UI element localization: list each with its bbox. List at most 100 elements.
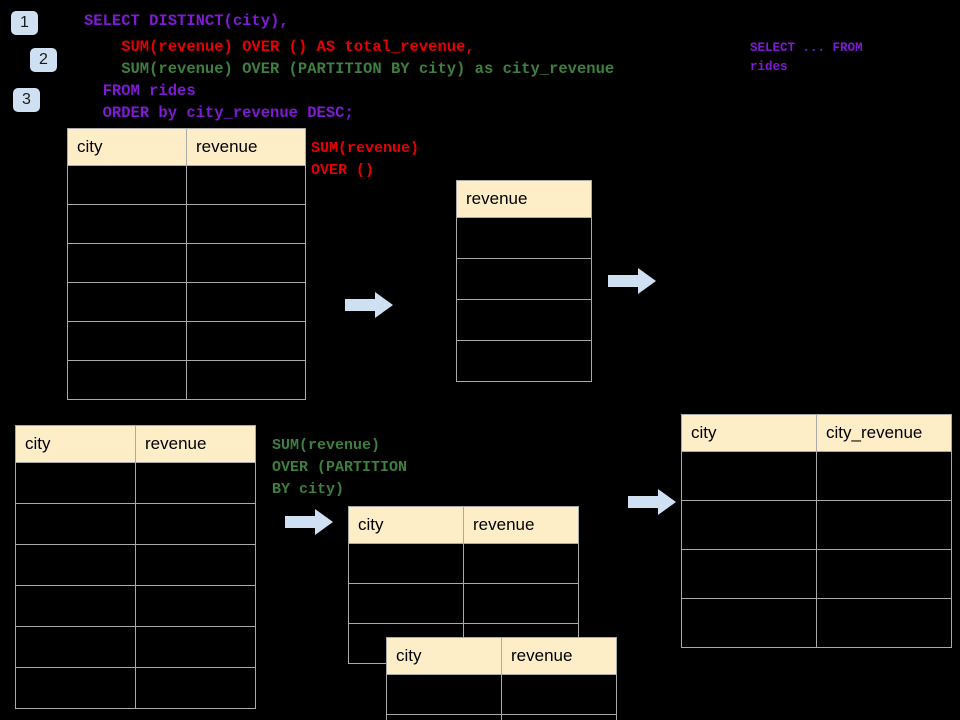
table-cell [816,451,952,501]
table-row [348,583,579,624]
table-cell [386,674,502,715]
table-cell [67,204,187,244]
table-cell [348,543,464,584]
table-cell [15,585,136,627]
table-cell [186,360,306,400]
table-row [681,500,952,550]
table-row [386,674,617,715]
column-header-city: city [348,506,464,544]
table-cell [135,462,256,504]
table-cell [186,204,306,244]
table-row [456,299,592,341]
table-cell [816,598,952,648]
table-cell [348,583,464,624]
column-header-city: city [15,425,136,463]
column-header-city: city [681,414,817,452]
table-cell [681,598,817,648]
arrow-rides-to-total [345,292,393,318]
table-cell [456,340,592,382]
table-cell [816,500,952,550]
table-row [67,204,306,244]
sql-line-order-by: ORDER by city_revenue DESC; [84,104,354,122]
step-badge-3: 3 [13,88,40,112]
table-row [681,549,952,599]
table-cell [463,583,579,624]
column-header-city: city [386,637,502,675]
table-row [15,544,256,586]
table-cell [386,714,502,720]
annotation-sum-over-partition: SUM(revenue) OVER (PARTITION BY city) [272,437,408,498]
table-cell [135,503,256,545]
column-header-revenue: revenue [501,637,617,675]
table-cell [135,667,256,709]
arrow-partition-to-result [628,489,676,515]
step-badge-1: 1 [11,11,38,35]
table-cell [15,544,136,586]
sql-line-city-revenue: SUM(revenue) OVER (PARTITION BY city) as… [84,60,615,78]
table-row [15,462,256,504]
sql-line-select: SELECT DISTINCT(city), [84,12,289,30]
step-badge-2: 2 [30,48,57,72]
table-cell [186,243,306,283]
table-header-row: revenue [456,180,592,218]
table-cell [681,451,817,501]
column-header-city: city [67,128,187,166]
table-row [456,217,592,259]
table-row [681,598,952,648]
sql-line-total-revenue: SUM(revenue) OVER () AS total_revenue, [84,38,475,56]
table-row [67,243,306,283]
table-cell [67,321,187,361]
table-row [456,258,592,300]
table-cell [135,585,256,627]
annotation-sum-over-empty: SUM(revenue) OVER () [311,140,420,179]
column-header-revenue: revenue [456,180,592,218]
table-cell [67,165,187,205]
total-revenue-table: revenue [456,180,592,382]
aside-rides: rides [750,60,788,74]
table-cell [15,626,136,668]
table-cell [15,667,136,709]
arrow-rides-to-partition [285,509,333,535]
table-cell [456,299,592,341]
table-row [67,165,306,205]
table-row [15,585,256,627]
table-cell [186,165,306,205]
arrow-total-to-result [608,268,656,294]
table-cell [501,714,617,720]
table-cell [135,626,256,668]
sql-line-from: FROM rides [84,82,196,100]
table-row [456,340,592,382]
column-header-revenue: revenue [135,425,256,463]
table-cell [67,360,187,400]
table-cell [681,549,817,599]
table-cell [186,321,306,361]
table-cell [681,500,817,550]
column-header-revenue: revenue [463,506,579,544]
table-row [681,451,952,501]
table-cell [15,503,136,545]
table-cell [463,543,579,584]
table-cell [186,282,306,322]
aside-select-from: SELECT ... FROM [750,41,863,55]
table-cell [67,282,187,322]
column-header-city_revenue: city_revenue [816,414,952,452]
table-cell [456,217,592,259]
table-cell [135,544,256,586]
table-row [67,282,306,322]
table-row [15,626,256,668]
table-cell [67,243,187,283]
table-row [67,321,306,361]
table-row [15,667,256,709]
table-cell [816,549,952,599]
table-cell [15,462,136,504]
table-cell [501,674,617,715]
